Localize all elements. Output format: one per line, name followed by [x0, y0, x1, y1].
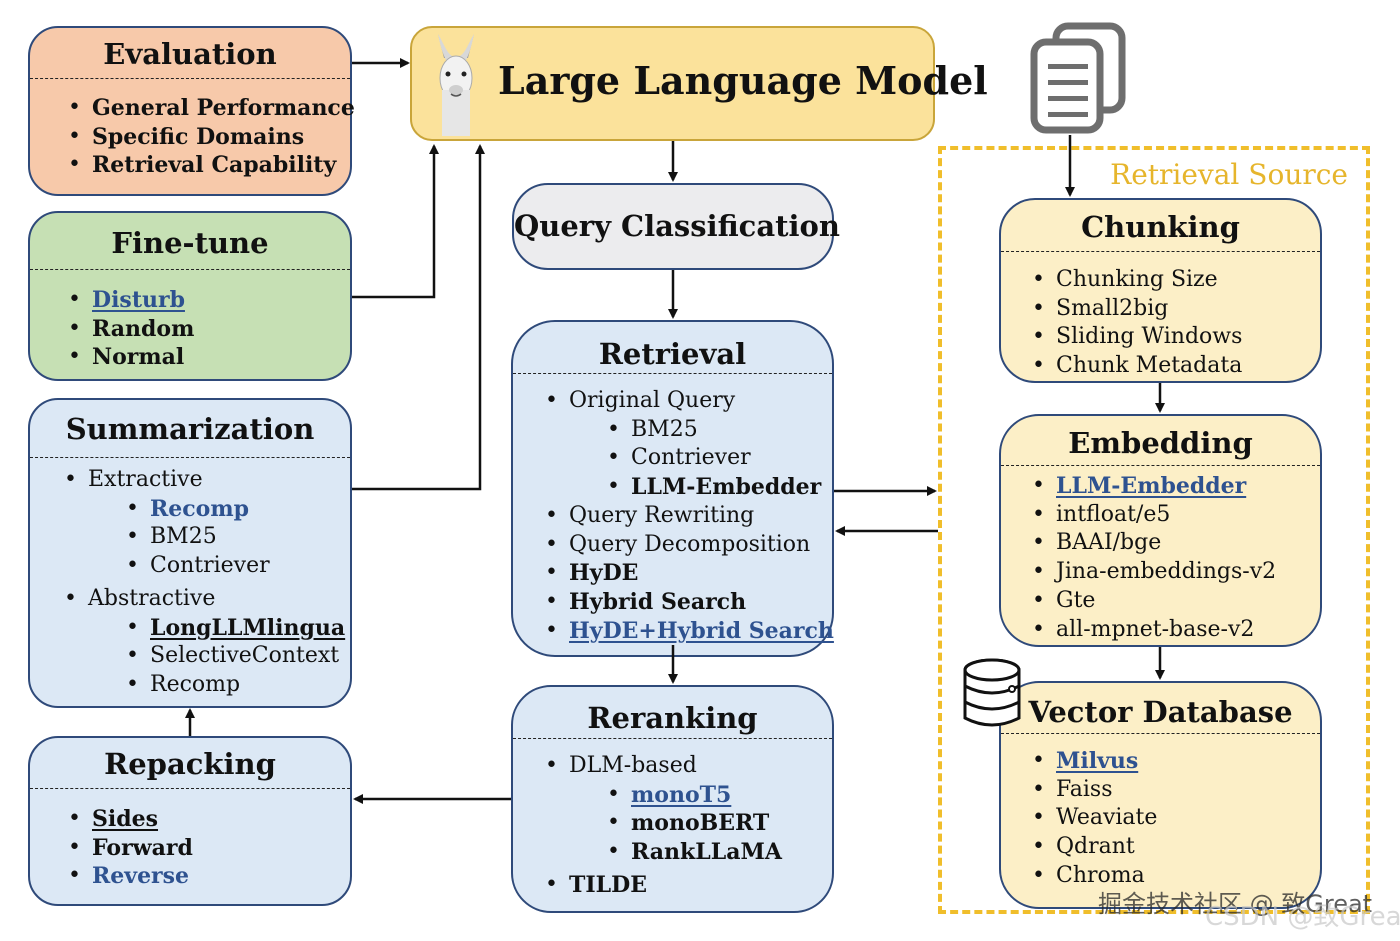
vector-database-item: Weaviate [1032, 804, 1320, 833]
retrieval-source-label: Retrieval Source [1110, 158, 1348, 191]
llama-icon [430, 30, 482, 138]
summarization-item: Abstractive [64, 585, 350, 614]
retrieval-item: Original Query [545, 387, 832, 416]
vector-database-item: Qdrant [1032, 833, 1320, 862]
embedding-item: all-mpnet-base-v2 [1032, 616, 1320, 645]
summarization-item: LongLLMlingua [126, 614, 350, 643]
reranking-item: RankLLaMA [607, 838, 832, 867]
evaluation-item: General Performance [68, 94, 355, 123]
query-classification-title: Query Classification [514, 209, 840, 243]
arrow-summarization-to-llm [352, 144, 485, 491]
llm-title: Large Language Model [498, 58, 988, 103]
retrieval-box[interactable]: Retrieval Original Query BM25 Contriever… [511, 320, 834, 657]
llm-box[interactable]: Large Language Model [410, 26, 988, 141]
finetune-box[interactable]: Fine-tune Disturb Random Normal [28, 211, 352, 381]
evaluation-box[interactable]: Evaluation General Performance Specific … [28, 26, 355, 196]
finetune-item: Normal [68, 343, 350, 372]
retrieval-item: Contriever [607, 444, 832, 473]
evaluation-item: Specific Domains [68, 123, 350, 152]
reranking-box[interactable]: Reranking DLM-based monoT5 monoBERT Rank… [511, 685, 834, 913]
evaluation-title: Evaluation [30, 28, 350, 79]
embedding-item: Gte [1032, 587, 1320, 616]
repacking-item: Forward [68, 834, 350, 863]
summarization-item: BM25 [126, 523, 350, 552]
repacking-title: Repacking [30, 738, 350, 789]
retrieval-item: Query Rewriting [545, 502, 832, 531]
repacking-item: Reverse [68, 862, 350, 891]
vector-database-box[interactable]: Vector Database Milvus Faiss Weaviate Qd… [999, 681, 1322, 909]
chunking-item: Chunk Metadata [1032, 352, 1320, 381]
repacking-box[interactable]: Repacking Sides Forward Reverse [28, 736, 352, 906]
arrow-finetune-to-llm [352, 144, 439, 299]
vector-database-item: Faiss [1032, 776, 1320, 805]
retrieval-item: LLM-Embedder [607, 473, 832, 502]
retrieval-item: HyDE [545, 559, 832, 588]
watermark-secondary: CSDN @致Great [1205, 902, 1400, 932]
vector-database-item: Milvus [1032, 747, 1320, 776]
embedding-item: intfloat/e5 [1032, 501, 1320, 530]
embedding-item: LLM-Embedder [1032, 472, 1320, 501]
summarization-item: Recomp [126, 671, 350, 700]
embedding-box[interactable]: Embedding LLM-Embedder intfloat/e5 BAAI/… [999, 414, 1322, 647]
chunking-item: Small2big [1032, 295, 1320, 324]
evaluation-item: Retrieval Capability [68, 151, 350, 180]
repacking-item: Sides [68, 805, 350, 834]
vector-database-item: Chroma [1032, 862, 1320, 891]
retrieval-item: HyDE+Hybrid Search [545, 617, 834, 646]
retrieval-item: BM25 [607, 416, 832, 445]
chunking-item: Sliding Windows [1032, 323, 1320, 352]
retrieval-source-frame: Retrieval Source [938, 146, 1370, 914]
database-icon [962, 656, 1024, 732]
reranking-item: DLM-based [545, 752, 832, 781]
reranking-title: Reranking [513, 687, 832, 739]
reranking-item: monoT5 [607, 781, 832, 810]
vector-database-title: Vector Database [1001, 683, 1320, 734]
summarization-item: Recomp [126, 495, 350, 524]
summarization-title: Summarization [30, 400, 350, 458]
retrieval-item: Hybrid Search [545, 588, 832, 617]
chunking-box[interactable]: Chunking Chunking Size Small2big Sliding… [999, 198, 1322, 383]
watermark: 掘金技术社区 @ 致Great [1098, 890, 1373, 918]
finetune-item-disturb: Disturb [68, 286, 350, 315]
retrieval-item: Query Decomposition [545, 531, 832, 560]
summarization-item: Extractive [64, 466, 350, 495]
summarization-box[interactable]: Summarization Extractive Recomp BM25 Con… [28, 398, 352, 708]
embedding-title: Embedding [1001, 416, 1320, 466]
reranking-item: TILDE [545, 871, 832, 900]
embedding-item: Jina-embeddings-v2 [1032, 558, 1320, 587]
summarization-item: Contriever [126, 552, 350, 581]
chunking-title: Chunking [1001, 200, 1320, 252]
summarization-item: SelectiveContext [126, 642, 350, 671]
retrieval-title: Retrieval [513, 322, 832, 374]
finetune-title: Fine-tune [30, 213, 350, 270]
chunking-item: Chunking Size [1032, 266, 1320, 295]
reranking-item: monoBERT [607, 809, 832, 838]
finetune-item: Random [68, 315, 350, 344]
query-classification-box[interactable]: Query Classification [512, 183, 840, 270]
documents-icon [1028, 20, 1128, 135]
embedding-item: BAAI/bge [1032, 529, 1320, 558]
